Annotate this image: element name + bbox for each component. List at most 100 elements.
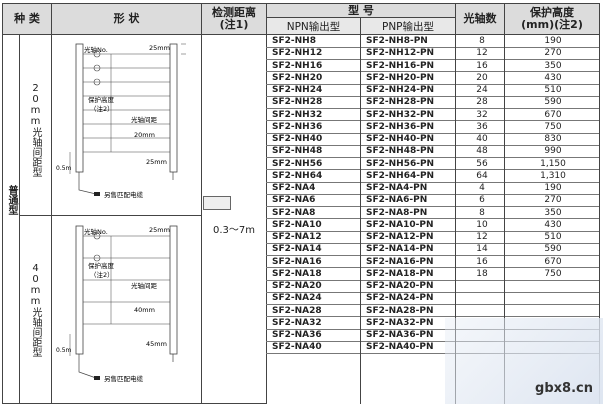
pnp-cell: SF2-NA16-PN: [366, 256, 434, 267]
header-category: 种 类: [2, 3, 52, 35]
npn-cell: SF2-NH36: [272, 121, 323, 132]
pnp-cell: SF2-NA24-PN: [366, 293, 434, 304]
diagram-20-pitch-val: 20mm: [134, 131, 155, 139]
axis-cell: 36: [476, 121, 488, 132]
axis-cell: [462, 292, 502, 304]
pnp-cell: SF2-NH64-PN: [366, 170, 435, 181]
pnp-cell: SF2-NH16-PN: [366, 60, 435, 71]
pnp-cell: SF2-NA4-PN: [366, 183, 428, 193]
pnp-cell: SF2-NA36-PN: [366, 330, 434, 340]
category-20: 20mm光轴间距型: [30, 83, 41, 177]
row-divider: [266, 353, 599, 354]
row-divider: [266, 304, 599, 305]
diagram-40-side-gap: 0.5m: [56, 347, 72, 354]
npn-cell: SF2-NA18: [272, 268, 322, 279]
pnp-cell: SF2-NA8-PN: [366, 207, 428, 218]
npn-cell: SF2-NA40: [272, 342, 322, 353]
axis-cell: 28: [476, 97, 488, 108]
height-cell: 670: [544, 256, 562, 267]
npn-cell: SF2-NH64: [272, 170, 323, 181]
npn-cell: SF2-NA24: [272, 293, 322, 304]
row-divider: [266, 46, 599, 48]
diagram-40-note: （注2）: [90, 270, 114, 279]
axis-cell: 16: [476, 60, 488, 71]
row-divider: [266, 218, 599, 220]
height-cell: 350: [544, 60, 562, 71]
height-cell: 190: [544, 183, 562, 193]
row-divider: [266, 120, 599, 122]
axis-cell: 18: [476, 268, 488, 279]
pnp-cell: SF2-NA10-PN: [366, 219, 434, 230]
diagram-40-top-gap: 25mm: [149, 226, 170, 234]
axis-cell: 8: [479, 207, 485, 218]
npn-cell: SF2-NA14: [272, 244, 322, 255]
row-divider: [266, 181, 599, 183]
header-pnp-text: PNP输出型: [381, 20, 435, 33]
npn-cell: SF2-NA4: [272, 183, 316, 193]
diagram-20-side-gap: 0.5m: [56, 165, 72, 172]
axis-cell: 8: [479, 36, 485, 46]
height-cell: 270: [544, 48, 562, 59]
sep-axis-height: [504, 34, 505, 404]
npn-cell: SF2-NA8: [272, 207, 316, 218]
diagram-40mm: 25mm 光轴No. 保护高度 （注2） 光轴间距 40mm 45mm 0.5m…: [56, 225, 178, 383]
diagram-40-bottom-gap: 45mm: [146, 340, 167, 348]
pnp-cell: SF2-NH20-PN: [366, 72, 435, 83]
row-divider: [266, 328, 599, 330]
row-divider: [266, 316, 599, 318]
pnp-cell: SF2-NH24-PN: [366, 85, 435, 95]
header-model: 型 号: [266, 3, 456, 18]
axis-cell: [462, 305, 502, 317]
npn-cell: SF2-NA32: [272, 317, 322, 328]
axis-cell: 4: [479, 183, 485, 193]
pnp-cell: SF2-NH40-PN: [366, 134, 435, 144]
table-row: SF2-NA24 SF2-NA24-PN: [266, 292, 599, 304]
npn-cell: SF2-NH28: [272, 97, 323, 108]
pnp-cell: SF2-NH36-PN: [366, 121, 435, 132]
category-40: 40mm光轴间距型: [30, 263, 41, 357]
row-divider: [266, 71, 599, 73]
diagram-40-cable: 另售匹配电缆: [104, 374, 144, 383]
diagram-20mm: 25mm 光轴No. 保护高度 （注2） 光轴间距 20mm 25mm 0.5m…: [56, 43, 186, 199]
npn-cell: SF2-NH56: [272, 158, 323, 169]
axis-cell: 40: [476, 134, 488, 144]
sep-right: [599, 34, 600, 404]
diagram-20-protect: 保护高度: [88, 95, 115, 104]
axis-cell: 56: [476, 158, 488, 169]
diagram-40-axis-no: 光轴No.: [84, 227, 108, 236]
height-cell: [509, 292, 597, 304]
npn-cell: SF2-NH48: [272, 146, 323, 157]
height-cell: 350: [544, 207, 562, 218]
height-cell: 750: [544, 268, 562, 279]
npn-cell: SF2-NH12: [272, 48, 323, 59]
pnp-cell: SF2-NA14-PN: [366, 244, 434, 255]
row-divider: [266, 267, 599, 269]
row-divider: [266, 169, 599, 171]
header-npn-text: NPN输出型: [286, 20, 341, 33]
npn-cell: SF2-NA10: [272, 219, 322, 230]
header-protect-height-text: 保护高度 (mm)(注2): [521, 6, 583, 31]
npn-cell: SF2-NA36: [272, 330, 322, 340]
npn-cell: SF2-NH24: [272, 85, 323, 95]
npn-cell: SF2-NA12: [272, 232, 322, 242]
detect-cable-box: [203, 196, 231, 210]
npn-cell: SF2-NH20: [272, 72, 323, 83]
diagram-20-note: （注2）: [90, 104, 114, 113]
table-row: SF2-NA8 SF2-NA8-PN 8 350: [266, 207, 599, 219]
row-divider: [266, 291, 599, 293]
height-cell: 990: [544, 146, 562, 157]
axis-cell: 14: [476, 244, 488, 255]
pnp-cell: SF2-NA12-PN: [366, 232, 434, 242]
height-cell: 510: [544, 232, 562, 242]
axis-cell: 64: [476, 170, 488, 181]
